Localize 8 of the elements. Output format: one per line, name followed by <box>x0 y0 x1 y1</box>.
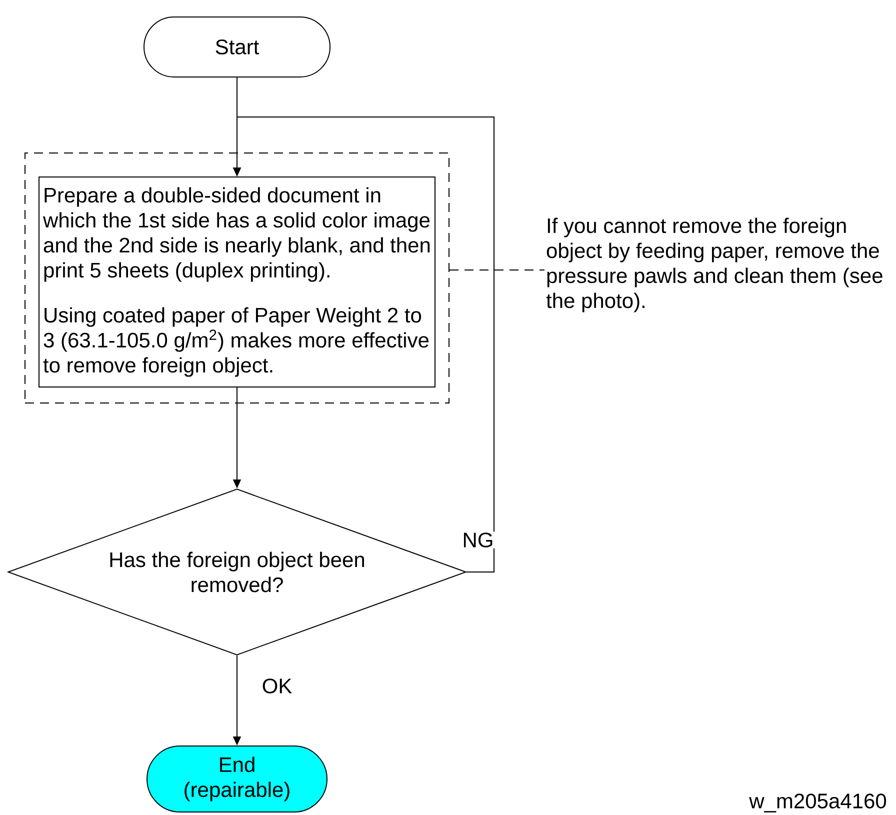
figure-id: w_m205a4160 <box>749 794 886 812</box>
dashed-group-box <box>24 152 450 404</box>
edge-label: NG <box>461 532 495 548</box>
start-terminal: Start <box>144 16 330 78</box>
process-box: Prepare a double-sided document in which the 1st side has a solid color image and the 2nd side is nearly blank, and then print 5 sheets (duplex printing). Using coated paper of Paper Weight 2 to 3 (63.1-105.0 g/m$^{2}$) makes more effective to remove foreign object. <box>38 176 436 388</box>
end-terminal: End (repairable) <box>146 746 328 812</box>
edge-label: OK <box>260 678 294 694</box>
note-text: If you cannot remove the foreign object by feeding paper, remove the pressure pawls and clean them (see the photo). <box>546 218 882 312</box>
